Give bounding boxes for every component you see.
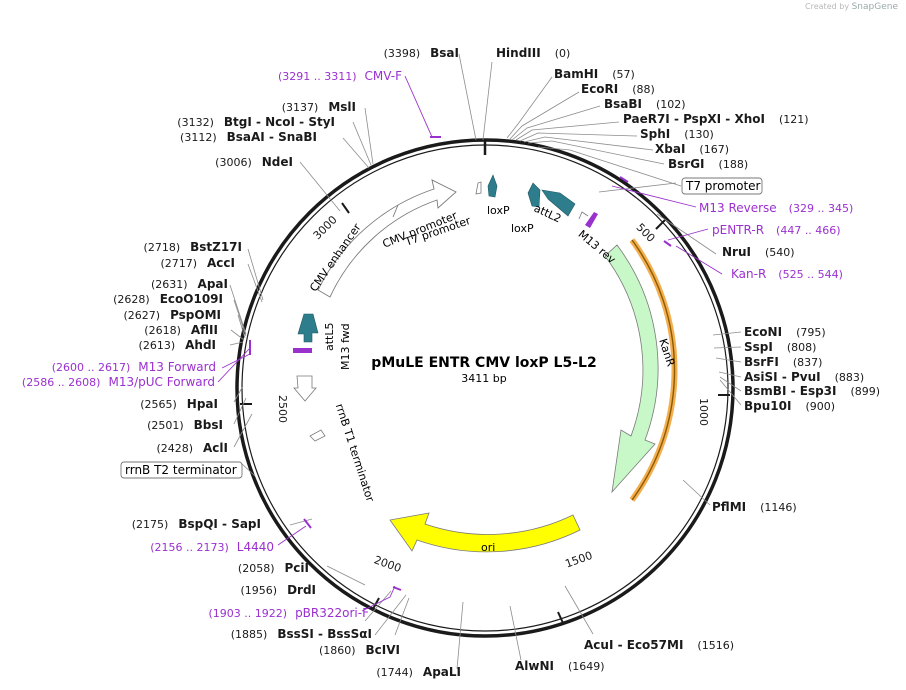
site-xbai: XbaI(167)	[655, 142, 729, 156]
site-econi: EcoNI(795)	[744, 325, 826, 339]
site-hindiii: HindIII(0)	[496, 46, 570, 60]
site-aflii: (2618)AflII	[144, 323, 218, 337]
tick-500: 500	[634, 221, 658, 245]
attl2-arrow	[541, 189, 576, 217]
site-msli: (3137)MslI	[282, 100, 356, 114]
loxp-arrow-1	[487, 174, 498, 198]
site-bsrgi: BsrGI(188)	[668, 157, 748, 171]
tick-3000: 3000	[311, 213, 340, 242]
primer-labels: (3291 .. 3311)CMV-F M13 Reverse(329 .. 3…	[22, 69, 853, 620]
primer-kan-r: Kan-R(525 .. 544)	[731, 267, 843, 281]
primer-m13-forward: (2600 .. 2617)M13 Forward	[52, 360, 216, 374]
m13rev-primer-bar	[585, 212, 598, 228]
m13fwd-primer-bar	[293, 348, 312, 353]
site-apai: (2631)ApaI	[151, 277, 228, 291]
primer-lines	[217, 75, 723, 612]
tick-1500: 1500	[563, 549, 594, 571]
site-acci: (2717)AccI	[160, 256, 235, 270]
site-bcivi: (1860)BcIVI	[319, 643, 400, 657]
site-acui: AcuI - Eco57MI(1516)	[584, 638, 734, 652]
site-alwni: AlwNI(1649)	[515, 659, 605, 673]
m13rev-label: M13 rev	[576, 228, 619, 267]
cmv-arrow	[317, 179, 457, 298]
site-pcii: (2058)PciI	[238, 561, 309, 575]
attl5-arrow	[297, 313, 319, 343]
t7-small-arrow	[475, 181, 482, 195]
primer-marks	[249, 136, 672, 591]
site-bstz17i: (2718)BstZ17I	[144, 240, 242, 254]
site-acli: (2428)AclI	[156, 441, 228, 455]
site-nrui: NruI(540)	[722, 245, 795, 259]
site-bamhi: BamHI(57)	[554, 67, 635, 81]
boxed-labels: T7 promoter rrnB T2 terminator	[120, 177, 763, 479]
loxp-label-2: loxP	[511, 222, 534, 235]
primer-pentr-r: pENTR-R(447 .. 466)	[712, 223, 841, 237]
tick-1000: 1000	[697, 398, 710, 426]
plasmid-name: pMuLE ENTR CMV loxP L5-L2	[371, 355, 596, 371]
attl5-label: attL5	[323, 323, 336, 352]
site-sspi: SspI(808)	[744, 340, 816, 354]
tick-2000: 2000	[372, 553, 403, 575]
site-ndei: (3006)NdeI	[215, 155, 293, 169]
primer-l4440: (2156 .. 2173)L4440	[150, 540, 274, 554]
primer-m13-reverse: M13 Reverse(329 .. 345)	[699, 201, 853, 215]
site-xhoi: PaeR7I - PspXI - XhoI(121)	[623, 112, 809, 126]
rrnb-t1-arrow	[293, 375, 317, 402]
primer-m13-puc-forward: (2586 .. 2608)M13/pUC Forward	[22, 375, 215, 389]
site-drdi: (1956)DrdI	[240, 583, 316, 597]
rrnb-t2-arrow	[309, 429, 326, 442]
site-styi: (3132)BtgI - NcoI - StyI	[177, 115, 335, 129]
site-labels: HindIII(0) BamHI(57) EcoRI(88) BsaBI(102…	[113, 46, 880, 679]
credit: Created by SnapGene	[805, 2, 898, 12]
site-pspomi: (2627)PspOMI	[123, 308, 221, 322]
tick-2500: 2500	[276, 395, 289, 423]
site-sapi: (2175)BspQI - SapI	[132, 517, 261, 531]
kanr-arrow	[604, 244, 659, 494]
primer-pbr322ori-f: (1903 .. 1922)pBR322ori-F	[209, 606, 370, 620]
site-bpu10i: Bpu10I(900)	[744, 399, 835, 413]
ori-arrow	[389, 512, 581, 553]
ori-label: ori	[481, 541, 495, 554]
loxp-arrow-2	[527, 182, 541, 208]
kanr-outline-core	[631, 239, 676, 501]
site-snabi: (3112)BsaAI - SnaBI	[180, 130, 317, 144]
site-pvui: AsiSI - PvuI(883)	[744, 370, 864, 384]
m13fwd-label: M13 fwd	[339, 323, 352, 370]
site-hpai: (2565)HpaI	[140, 397, 218, 411]
rrnb-t1-label: rrnB T1 terminator	[333, 402, 377, 504]
site-pflmi: PflMI(1146)	[712, 500, 797, 514]
credit-brand: SnapGene	[851, 2, 898, 12]
rrnb-t2-box-label: rrnB T2 terminator	[125, 463, 237, 477]
t7-promoter-box-label: T7 promoter	[685, 179, 761, 193]
site-esp3i: BsmBI - Esp3I(899)	[744, 384, 880, 398]
site-ahdi: (2613)AhdI	[139, 338, 216, 352]
site-bsssi: (1885)BssSI - BssSαI	[231, 627, 372, 641]
loxp-label-1: loxP	[487, 204, 510, 217]
site-bsabi: BsaBI(102)	[604, 97, 686, 111]
site-bbsi: (2501)BbsI	[147, 418, 223, 432]
credit-prefix: Created by	[805, 2, 850, 11]
plasmid-length: 3411 bp	[461, 372, 506, 385]
site-bsrfi: BsrFI(837)	[744, 355, 822, 369]
site-apali: (1744)ApaLI	[376, 665, 461, 679]
primer-cmv-f: (3291 .. 3311)CMV-F	[278, 69, 402, 83]
site-ecori: EcoRI(88)	[581, 82, 655, 96]
connector-lines	[229, 53, 742, 670]
site-ecoo109i: (2628)EcoO109I	[113, 292, 223, 306]
site-sphi: SphI(130)	[640, 127, 714, 141]
site-bsai: (3398)BsaI	[384, 46, 459, 60]
